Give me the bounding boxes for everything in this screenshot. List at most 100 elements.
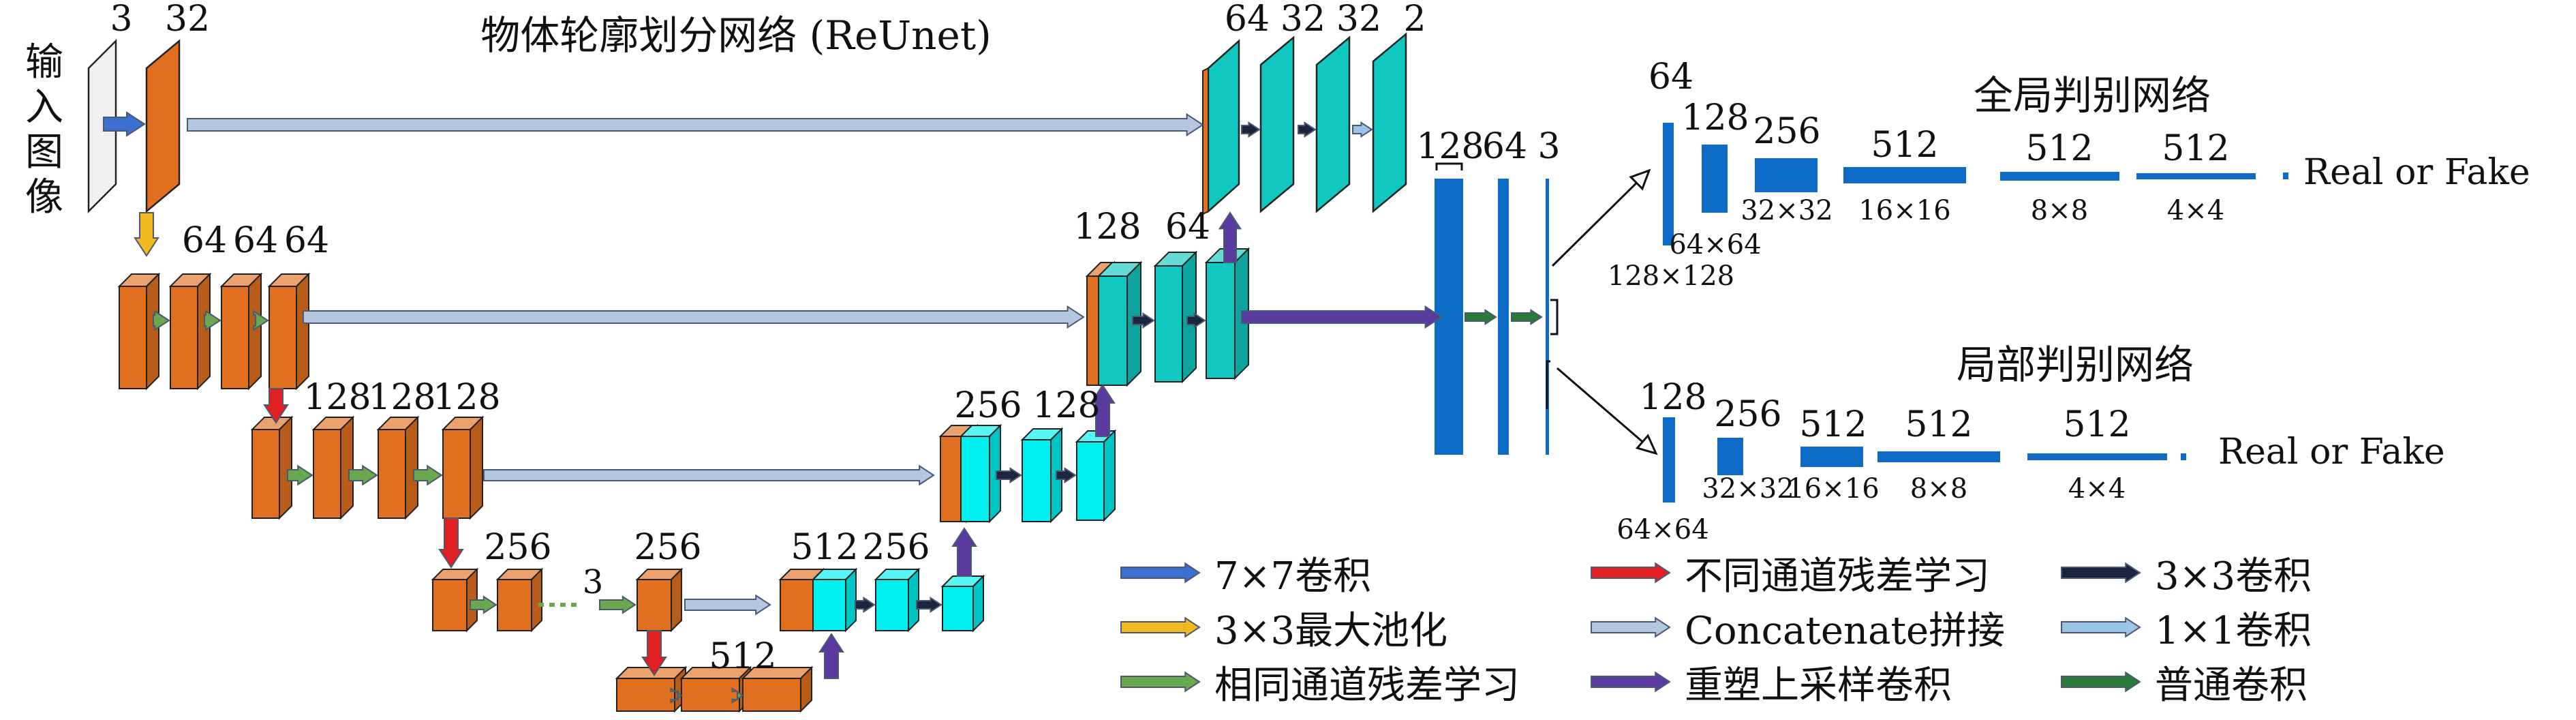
local-disc-layer [1717, 438, 1743, 475]
legend-label: 3×3最大池化 [1214, 608, 1448, 653]
enc3-repeat-label: 3 [583, 563, 604, 601]
dec3-block-side [972, 574, 984, 633]
legend-item: 3×3最大池化 [1118, 600, 1447, 655]
dec1-channels-label: 128 [1073, 207, 1141, 247]
enc1-block-side [146, 272, 159, 391]
local-disc-channels-label: 512 [1799, 404, 1867, 445]
enc3-block [495, 567, 544, 633]
out-map [1259, 35, 1295, 213]
legend-item: 不同通道残差学习 [1588, 545, 1990, 600]
global-disc-size-label: 128×128 [1608, 260, 1734, 292]
legend-item: Concatenate拼接 [1588, 600, 2005, 655]
fusion-bracket-lower [1546, 360, 1550, 409]
enc2-channels-label: 128 [303, 377, 371, 418]
arrow-normal-conv-icon-shape [2061, 671, 2141, 693]
local-disc-output-dot [2181, 453, 2186, 460]
upsample-arrow [1090, 384, 1116, 437]
normal-conv-arrow [1465, 308, 1497, 326]
arrow-same-residual-icon [1120, 671, 1201, 693]
enc1-block-side [296, 272, 309, 391]
upsample-arrow [1218, 211, 1242, 263]
skip-connection-top [187, 112, 1204, 137]
diff-residual-arrow [263, 388, 289, 424]
legend-item: 普通卷积 [2058, 655, 2307, 709]
arrow-normal-conv-icon [2061, 671, 2141, 693]
enc1-block [168, 272, 212, 391]
arrow-concat-icon [1591, 616, 1671, 638]
input-image-label-char: 像 [25, 175, 63, 220]
arrow-maxpool-icon [1120, 616, 1201, 638]
local-disc-output-label: Real or Fake [2218, 432, 2445, 472]
fusion-bracket [1550, 299, 1559, 335]
global-disc-size-label: 32×32 [1741, 195, 1833, 226]
global-disc-size-label: 64×64 [1669, 229, 1761, 260]
arrow-7x7-icon-shape [1120, 562, 1201, 584]
input-image-label-char: 入 [25, 85, 63, 130]
arrow-diff-residual-icon [1591, 562, 1671, 584]
enc2-block [376, 415, 420, 520]
legend-label: 不同通道残差学习 [1685, 554, 1990, 599]
conv1-map-face [145, 39, 181, 213]
same-residual-arrow [670, 687, 683, 704]
legend-label: Concatenate拼接 [1685, 608, 2006, 653]
dec3-block-side [845, 567, 857, 633]
local-disc-size-label: 32×32 [1702, 473, 1794, 505]
conv3x3-arrow [1298, 121, 1317, 138]
out-map-face [1315, 35, 1351, 213]
arrow-diff-residual-icon-shape [1591, 562, 1671, 584]
diff-residual-arrow [641, 630, 667, 676]
enc2-block-side [279, 415, 292, 520]
enc3-block [431, 567, 479, 633]
out-concat-map-edge [1202, 67, 1209, 215]
conv7x7-arrow [103, 111, 146, 137]
dec3-concat-block-face [780, 579, 814, 631]
arrow-1x1-icon-shape [2061, 616, 2141, 638]
arrow-1x1-icon [2061, 616, 2141, 638]
dec3-block-face [812, 579, 846, 631]
conv1x1-arrow [1352, 121, 1373, 138]
dec1-channels-label: 64 [1165, 207, 1210, 247]
input-channels-label: 3 [110, 0, 132, 40]
same-residual-arrow [731, 687, 744, 704]
legend-item: 7×7卷积 [1118, 545, 1371, 600]
enc1-block-side [197, 272, 211, 391]
legend-item: 3×3卷积 [2058, 545, 2312, 600]
enc2-block-face [378, 429, 406, 519]
legend-item: 1×1卷积 [2058, 600, 2312, 655]
same-residual-arrow [287, 464, 313, 486]
global-disc-layer [1843, 167, 1966, 183]
dec3-block [874, 567, 921, 633]
dec3-block [940, 574, 985, 633]
local-disc-layer [1800, 447, 1863, 467]
dec2-block-face [1022, 439, 1052, 522]
arrow-upsample-icon [1591, 671, 1671, 693]
upsample-to-fusion-arrow [1241, 305, 1443, 329]
enc1-block-face [269, 286, 297, 389]
input-image-map [87, 38, 117, 214]
local-disc-layer [2027, 453, 2167, 460]
conv1-map [145, 39, 181, 213]
legend-label: 普通卷积 [2155, 663, 2307, 708]
input-image-label-char: 图 [25, 130, 63, 175]
local-disc-size-label: 4×4 [2068, 473, 2126, 505]
dec3-channels-label: 256 [862, 527, 930, 568]
enc1-block-face [170, 286, 198, 389]
local-disc-channels-label: 128 [1639, 377, 1706, 418]
dec3-block [811, 567, 858, 633]
enc1-channels-label: 64 [182, 220, 227, 261]
same-residual-arrow [204, 310, 221, 331]
global-disc-channels-label: 512 [2025, 128, 2093, 169]
same-residual-arrow [599, 595, 637, 614]
enc3-block-face [432, 579, 467, 631]
global-disc-channels-label: 512 [2162, 128, 2229, 169]
normal-conv-arrow [1511, 308, 1543, 326]
arrow-upsample-icon-shape [1591, 671, 1671, 693]
dec2-block [1075, 429, 1117, 522]
enc1-block [117, 272, 161, 391]
arrow-3x3-icon [2061, 562, 2141, 584]
global-disc-input-arrow-head [1629, 168, 1651, 191]
conv3x3-arrow [916, 596, 942, 614]
same-residual-arrow [253, 310, 269, 331]
